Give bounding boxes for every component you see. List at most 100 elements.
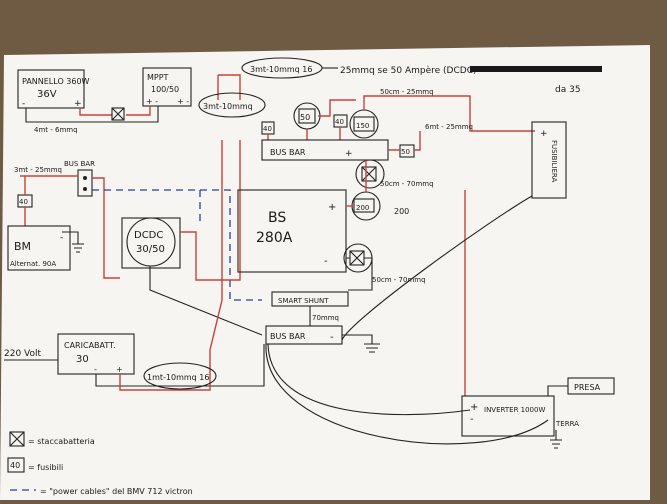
cable-50cm-70-label-2: 50cm - 70mmq	[372, 276, 426, 284]
panel-minus: -	[22, 99, 25, 109]
bus-bar-top-plus: +	[345, 149, 353, 159]
wire-battery-shunt	[346, 257, 373, 291]
fuse-50-top	[298, 108, 316, 124]
cable-top-center-label: 3mt-10mmq 16	[250, 65, 312, 74]
bus-bar-bottom-label: BUS BAR	[270, 332, 306, 341]
wire-charger-neg	[95, 344, 265, 387]
mppt-top-wire	[218, 74, 241, 100]
battery-capacity: 280A	[256, 230, 293, 246]
cable-50cm-label-1: 50cm - 25mmq	[380, 88, 434, 96]
cable-top-right-label: da 35	[555, 85, 581, 95]
fusibiliera-plus: +	[540, 129, 548, 139]
cable-bubble-mppt	[198, 92, 266, 118]
cable-50cm-70-label-1: 50cm - 70mmq	[380, 180, 434, 188]
battery-label: BS	[268, 210, 286, 226]
fuse-150-label: 150	[356, 122, 369, 130]
solar-panel-box	[17, 69, 85, 109]
inverter-plus: +	[470, 402, 478, 413]
bus-bar-left-label: BUS BAR	[64, 160, 95, 168]
battery-minus: -	[324, 256, 328, 267]
bus-bar-left-stud-1	[83, 176, 87, 180]
legend-switch-text: = staccabatteria	[28, 437, 95, 446]
fuse-50-top-label: 50	[300, 113, 310, 122]
presa-label: PRESA	[574, 383, 601, 392]
panel-plus: +	[74, 99, 82, 109]
fuse-40-top-label: 40	[263, 125, 272, 133]
fuse-50-right-label: 50	[401, 148, 410, 156]
bus-bar-bottom-minus: -	[330, 332, 334, 343]
legend-fuse-box-label: 40	[10, 461, 20, 470]
switch-circle-1	[355, 159, 385, 189]
scribbled-out-text	[470, 66, 602, 72]
fuse-150-box	[353, 116, 375, 132]
panel-voltage: 36V	[37, 89, 57, 100]
ground-icon-left	[72, 243, 84, 253]
ground-icon-right	[364, 343, 380, 353]
inverter-box	[461, 395, 555, 437]
cable-bubble-bottom	[143, 362, 217, 390]
wire-dcdc-neg	[149, 266, 263, 336]
fusibiliera-box	[531, 121, 567, 199]
dcdc-rating: 30/50	[136, 244, 165, 255]
wire-dcdc-bus	[180, 140, 241, 281]
charger-label: CARICABATT.	[64, 341, 116, 350]
bm-ground-wire	[62, 231, 79, 244]
panel-positive-wire-2	[126, 106, 151, 116]
fuse-200-inner: 200	[356, 204, 369, 212]
wire-charger-pos	[119, 140, 223, 391]
bm-label: BM	[14, 240, 31, 253]
wire-bus-dcdc	[92, 177, 120, 279]
inverter-minus: -	[470, 414, 474, 425]
bus-bar-top-label: BUS BAR	[270, 148, 306, 157]
dcdc-circle	[126, 217, 176, 267]
mppt-box	[142, 67, 192, 107]
bm-minus: -	[60, 233, 63, 243]
dcdc-label: DCDC	[134, 230, 163, 241]
bus-bar-left	[77, 169, 93, 197]
wire-inverter-neg	[267, 343, 471, 416]
charger-minus: -	[94, 365, 97, 374]
panel-positive-wire	[79, 108, 112, 116]
switch-cross-1	[361, 166, 377, 182]
wire-fuse-chain	[318, 99, 356, 117]
battery-bs-box	[237, 189, 347, 273]
presa-box	[567, 377, 615, 395]
legend-switch-cross	[9, 431, 25, 447]
bus-bar-left-stud-2	[83, 187, 87, 191]
dashed-power-cable-1	[92, 189, 262, 301]
mppt-terminals-right: + -	[177, 97, 189, 106]
panel-negative-wire	[25, 106, 159, 123]
inverter-label: INVERTER 1000W	[484, 406, 545, 414]
mppt-terminals-left: + -	[146, 97, 158, 106]
fuse-40-left-label: 40	[19, 198, 28, 206]
wire-bus-fuse50	[388, 131, 421, 151]
fuse-200-label: 200	[394, 207, 409, 216]
wire-inverter-presa	[547, 385, 568, 396]
legend-fuse-icon	[7, 457, 25, 473]
cable-bottom-label: 1mt-10mmq 16	[147, 373, 209, 382]
v220-label: 220 Volt	[4, 349, 42, 359]
bm-alternator: Alternat. 90A	[10, 260, 56, 268]
mppt-rating: 100/50	[151, 85, 179, 94]
battery-plus: +	[328, 202, 336, 213]
fusibiliera-label: FUSIBILIERA	[550, 140, 558, 182]
fuse-40-right-label: 40	[335, 118, 344, 126]
legend-switch-icon	[9, 431, 25, 447]
cable-70mmq-label: 70mmq	[312, 314, 339, 322]
disconnect-switch-icon	[111, 107, 125, 121]
cable-top-note: 25mmq se 50 Ampère (DCDC)	[340, 65, 477, 76]
panel-label: PANNELLO 360W	[22, 77, 90, 86]
legend-fuse-text: = fusibili	[28, 463, 63, 472]
legend-dash-text: = "power cables" del BMV 712 victron	[40, 487, 193, 496]
mppt-label: MPPT	[147, 73, 169, 82]
charger-rating: 30	[76, 354, 89, 365]
bm-box	[7, 225, 71, 271]
cable-mppt-label: 3mt-10mmq	[203, 102, 253, 111]
smart-shunt-label: SMART SHUNT	[278, 297, 329, 305]
ground-icon-inverter	[550, 430, 562, 449]
panel-cable-label: 4mt - 6mmq	[34, 126, 78, 134]
wire-to-fusibiliera	[363, 95, 535, 132]
wire-bus-ground	[342, 334, 373, 344]
